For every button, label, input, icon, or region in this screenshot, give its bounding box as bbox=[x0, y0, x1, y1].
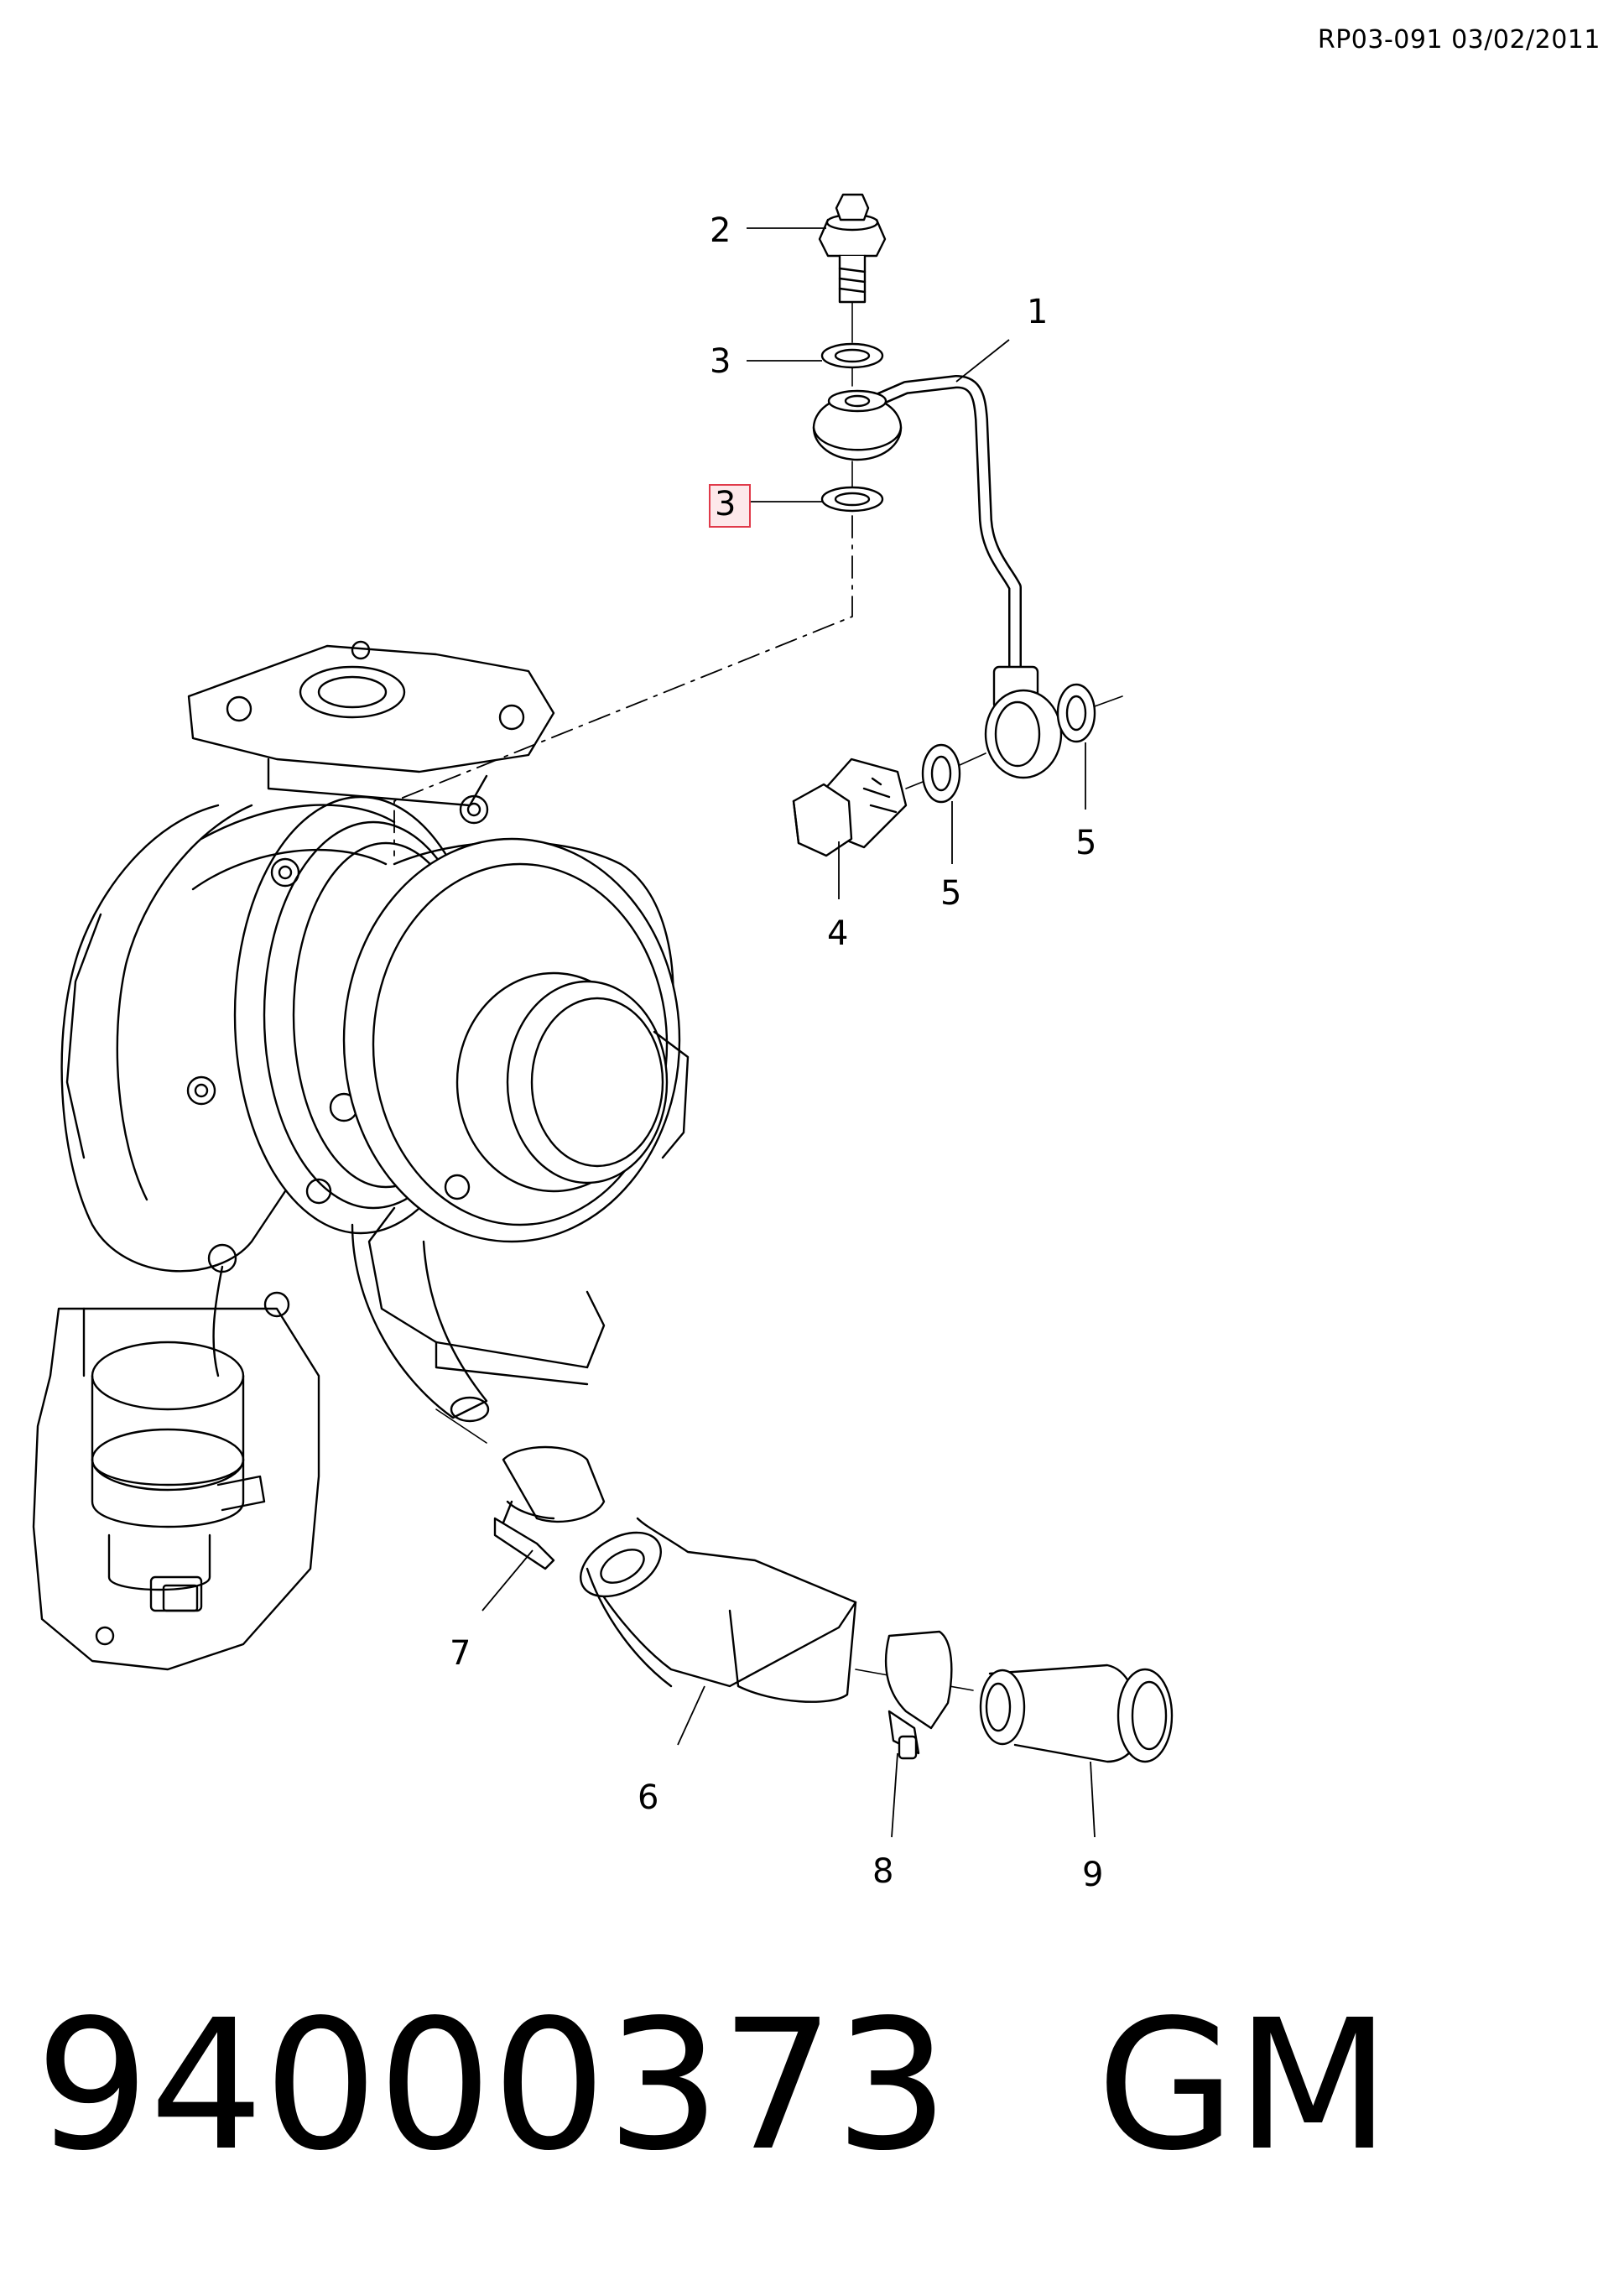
callout-labels: 1 2 3 3 4 5 5 6 7 8 9 bbox=[450, 211, 1103, 1894]
hose-connector bbox=[979, 1664, 1174, 1763]
hose-clamp-lower bbox=[884, 1630, 953, 1760]
callout-3-highlight-box bbox=[709, 484, 751, 528]
callout-1: 1 bbox=[1027, 293, 1048, 331]
banjo-bolt-top bbox=[818, 193, 887, 343]
oil-return-hose bbox=[435, 1408, 974, 1703]
sealing-washers-top bbox=[820, 342, 884, 513]
callout-3-highlighted: 3 bbox=[715, 485, 736, 523]
callout-6: 6 bbox=[638, 1778, 658, 1817]
callout-8: 8 bbox=[872, 1852, 893, 1891]
turbocharger-assembly bbox=[32, 640, 690, 1671]
callout-9: 9 bbox=[1082, 1856, 1103, 1894]
callout-5-left: 5 bbox=[940, 874, 961, 913]
callout-3-top: 3 bbox=[710, 342, 731, 381]
callout-2: 2 bbox=[710, 211, 731, 250]
part-number: 94000373 bbox=[35, 1981, 950, 2190]
callout-5-right: 5 bbox=[1075, 824, 1096, 862]
oil-feed-pipe bbox=[812, 375, 1063, 779]
sealing-washers-side bbox=[921, 683, 1123, 804]
banjo-bolt-side bbox=[792, 758, 928, 857]
leader-lines bbox=[481, 227, 1096, 1838]
callout-4: 4 bbox=[827, 914, 848, 953]
hose-clamp-upper bbox=[493, 1445, 606, 1570]
brand-name: GM bbox=[1096, 1981, 1391, 2190]
diagram-reference: RP03-091 03/02/2011 bbox=[1317, 25, 1601, 55]
assembly-centerline bbox=[393, 515, 853, 857]
callout-7: 7 bbox=[450, 1634, 471, 1673]
